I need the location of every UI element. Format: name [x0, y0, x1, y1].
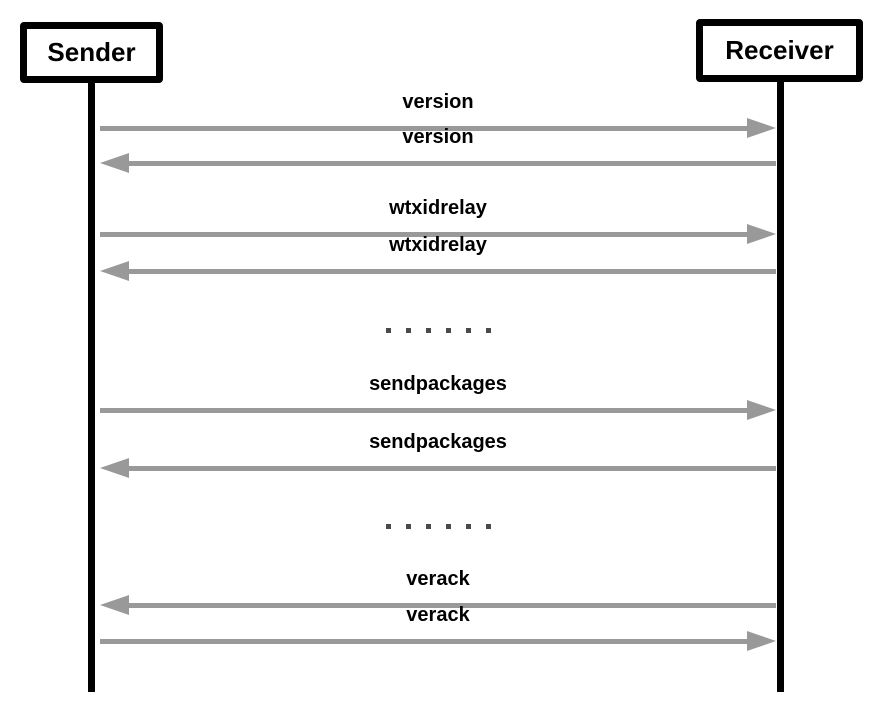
participant-label-receiver: Receiver [725, 35, 834, 65]
ellipsis-dot [465, 524, 471, 529]
ellipsis-dots [100, 524, 776, 529]
message-label: wtxidrelay [389, 234, 487, 256]
message-arrow [100, 400, 776, 421]
arrow-shaft [100, 126, 752, 131]
arrow-shaft [124, 269, 776, 274]
message-arrow [100, 458, 776, 479]
message-label: version [402, 91, 474, 113]
message-label: version [402, 126, 474, 148]
arrowhead-left-icon [100, 458, 129, 478]
participant-label-sender: Sender [47, 37, 136, 67]
arrow-shaft [100, 639, 752, 644]
arrowhead-right-icon [747, 400, 776, 420]
ellipsis-dot [405, 328, 411, 333]
arrow-shaft [124, 466, 776, 471]
message-arrow [100, 224, 776, 245]
arrowhead-right-icon [747, 118, 776, 138]
message-label: verack [406, 604, 470, 626]
arrowhead-left-icon [100, 595, 129, 615]
message-wtxidrelay-left: wtxidrelay [100, 232, 776, 282]
ellipsis-dots [100, 328, 776, 333]
arrow-shaft [100, 408, 752, 413]
ellipsis-dot [425, 328, 431, 333]
message-wtxidrelay-right: wtxidrelay [100, 195, 776, 245]
ellipsis-dot [445, 328, 451, 333]
message-verack-left: verack [100, 566, 776, 616]
message-label: wtxidrelay [389, 197, 487, 219]
ellipsis-dot [465, 328, 471, 333]
ellipsis-dot [385, 328, 391, 333]
message-label: sendpackages [369, 373, 507, 395]
ellipsis-dot [485, 328, 491, 333]
arrowhead-left-icon [100, 261, 129, 281]
participant-box-sender: Sender [20, 22, 163, 83]
message-verack-right: verack [100, 602, 776, 652]
arrowhead-right-icon [747, 631, 776, 651]
lifeline-receiver [777, 80, 784, 692]
message-label: sendpackages [369, 431, 507, 453]
message-sendpackages-left: sendpackages [100, 429, 776, 479]
message-arrow [100, 631, 776, 652]
arrow-shaft [124, 161, 776, 166]
arrowhead-left-icon [100, 153, 129, 173]
arrow-shaft [124, 603, 776, 608]
message-arrow [100, 153, 776, 174]
ellipsis-dot [405, 524, 411, 529]
ellipsis-dot [445, 524, 451, 529]
participant-box-receiver: Receiver [696, 19, 863, 82]
message-arrow [100, 261, 776, 282]
message-arrow [100, 118, 776, 139]
ellipsis-dot [385, 524, 391, 529]
ellipsis-dot [425, 524, 431, 529]
message-sendpackages-right: sendpackages [100, 371, 776, 421]
message-arrow [100, 595, 776, 616]
ellipsis-dot [485, 524, 491, 529]
message-label: verack [406, 568, 470, 590]
lifeline-sender [88, 80, 95, 692]
message-version-left: version [100, 124, 776, 174]
arrowhead-right-icon [747, 224, 776, 244]
arrow-shaft [100, 232, 752, 237]
message-version-right: version [100, 89, 776, 139]
